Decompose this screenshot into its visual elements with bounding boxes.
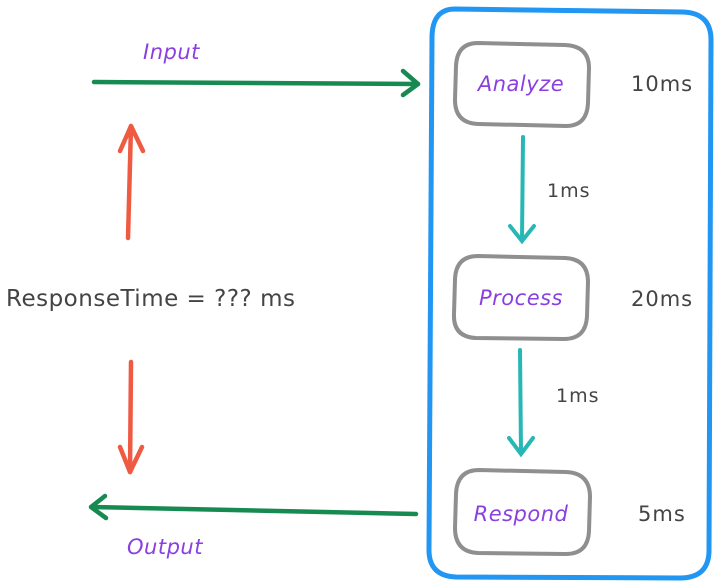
- node-time-process: 20ms: [631, 287, 694, 311]
- node-time-analyze: 10ms: [631, 72, 694, 96]
- step-arrow-analyze-process: [508, 135, 536, 245]
- service-container: [426, 6, 714, 581]
- output-label: Output: [127, 535, 203, 559]
- node-time-respond: 5ms: [638, 502, 686, 526]
- transition-time-process-respond: 1ms: [556, 385, 600, 407]
- output-arrow: [88, 493, 419, 521]
- node-label-respond: Respond: [473, 502, 569, 526]
- input-label: Input: [143, 40, 200, 64]
- response-time-label: ResponseTime = ??? ms: [6, 286, 296, 312]
- response-arrow-down: [117, 359, 145, 475]
- node-box-analyze: [452, 40, 592, 129]
- response-arrow-up: [117, 123, 146, 241]
- node-box-process: [451, 253, 591, 342]
- transition-time-analyze-process: 1ms: [547, 180, 591, 202]
- node-label-analyze: Analyze: [477, 72, 565, 96]
- input-arrow: [91, 68, 421, 98]
- node-label-process: Process: [479, 286, 563, 310]
- node-box-respond: [452, 467, 593, 557]
- step-arrow-process-respond: [507, 348, 535, 458]
